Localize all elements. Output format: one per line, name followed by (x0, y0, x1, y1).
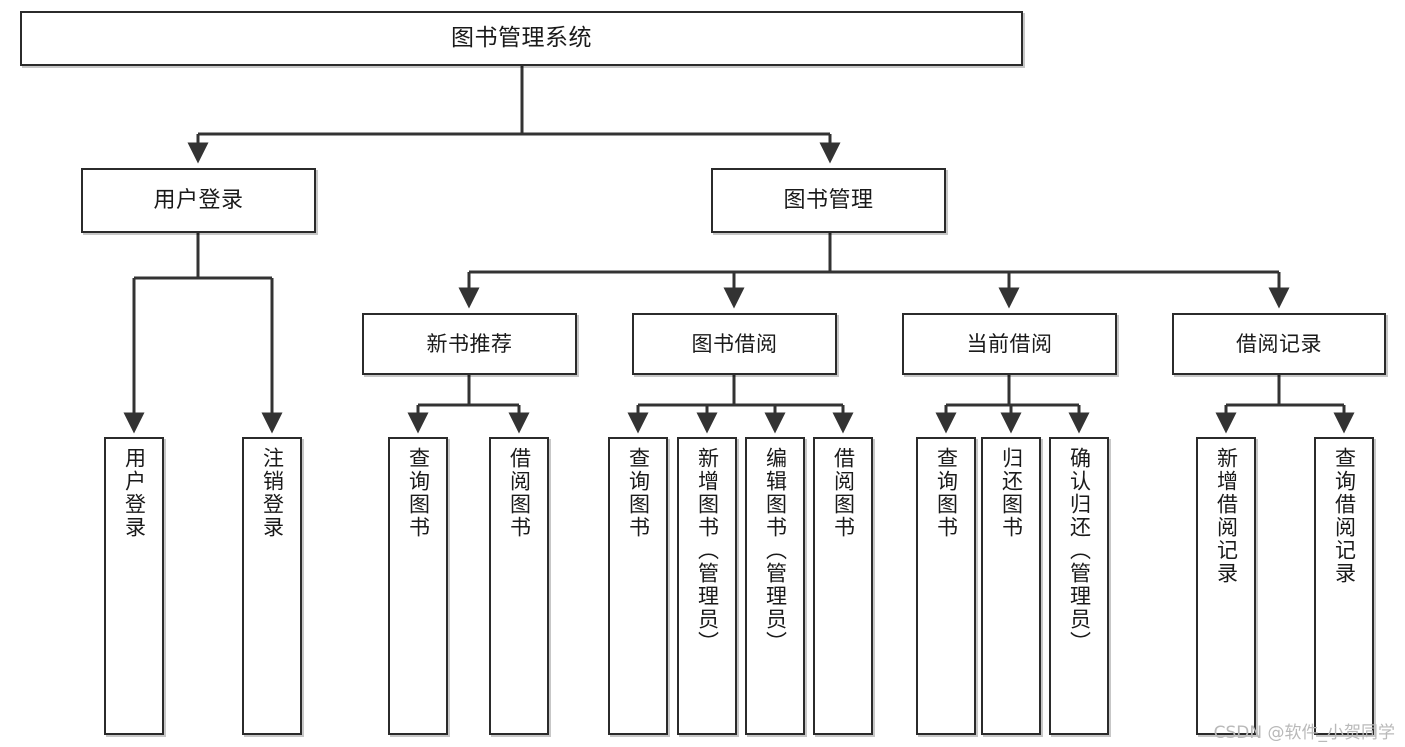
leaf-query-books-current[interactable]: 查询图书 (916, 437, 976, 735)
leaf-add-borrow-record[interactable]: 新增借阅记录 (1196, 437, 1256, 735)
node-label: 查询借阅记录 (1332, 447, 1357, 585)
leaf-borrow-books-new[interactable]: 借阅图书 (489, 437, 549, 735)
node-label: 借阅记录 (1236, 331, 1322, 356)
node-label: 图书借阅 (691, 331, 778, 356)
leaf-return-books[interactable]: 归还图书 (981, 437, 1041, 735)
leaf-borrow-books[interactable]: 借阅图书 (813, 437, 873, 735)
node-book-management[interactable]: 图书管理 (711, 168, 946, 233)
node-label: 查询图书 (406, 447, 431, 539)
node-root-book-management-system[interactable]: 图书管理系统 (20, 11, 1023, 66)
node-label: 编辑图书（管理员） (763, 447, 788, 654)
node-label: 确认归还（管理员） (1067, 447, 1092, 654)
node-label: 借阅图书 (831, 447, 856, 539)
leaf-query-borrow-record[interactable]: 查询借阅记录 (1314, 437, 1374, 735)
node-borrow-records[interactable]: 借阅记录 (1172, 313, 1386, 375)
node-label: 归还图书 (999, 447, 1024, 539)
node-label: 查询图书 (934, 447, 959, 539)
node-label: 用户登录 (122, 447, 147, 539)
leaf-add-book-admin[interactable]: 新增图书（管理员） (677, 437, 737, 735)
node-label: 注销登录 (260, 447, 285, 539)
node-book-borrowing[interactable]: 图书借阅 (632, 313, 837, 375)
node-current-borrowing[interactable]: 当前借阅 (902, 313, 1117, 375)
node-label: 新增借阅记录 (1214, 447, 1239, 585)
node-label: 图书管理 (783, 187, 874, 213)
leaf-query-books-new[interactable]: 查询图书 (388, 437, 448, 735)
node-label: 用户登录 (153, 187, 244, 213)
node-label: 当前借阅 (966, 331, 1053, 356)
leaf-edit-book-admin[interactable]: 编辑图书（管理员） (745, 437, 805, 735)
leaf-logout[interactable]: 注销登录 (242, 437, 302, 735)
node-label: 新增图书（管理员） (695, 447, 720, 654)
leaf-confirm-return-admin[interactable]: 确认归还（管理员） (1049, 437, 1109, 735)
leaf-user-login[interactable]: 用户登录 (104, 437, 164, 735)
node-label: 查询图书 (626, 447, 651, 539)
node-user-login[interactable]: 用户登录 (81, 168, 316, 233)
node-label: 新书推荐 (426, 331, 513, 356)
node-new-book-recommendation[interactable]: 新书推荐 (362, 313, 577, 375)
leaf-query-books-borrow[interactable]: 查询图书 (608, 437, 668, 735)
node-label: 图书管理系统 (451, 24, 592, 51)
node-label: 借阅图书 (507, 447, 532, 539)
